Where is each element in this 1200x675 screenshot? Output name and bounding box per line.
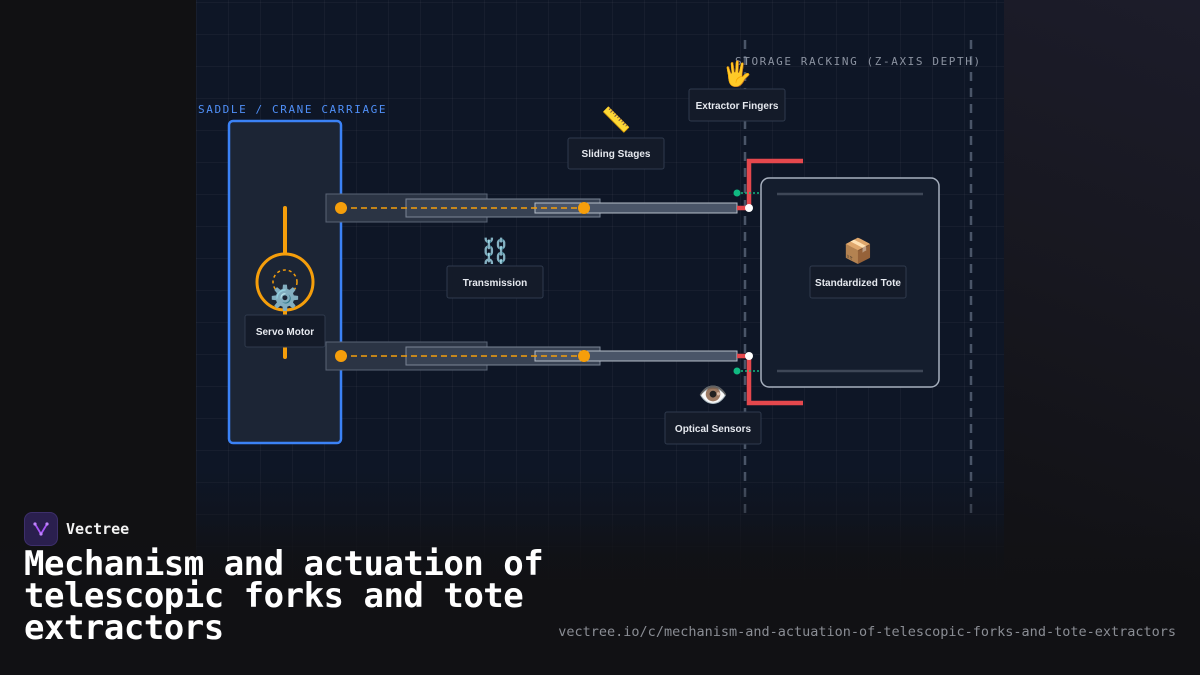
upper-extractor-finger [737,158,803,211]
standardized-tote-node[interactable] [809,265,907,299]
brand: Vectree [24,512,129,546]
box-icon: 📦 [843,237,873,265]
carriage-zone-label: SADDLE / CRANE CARRIAGE [198,103,387,116]
servo-motor-label: Servo Motor [256,327,314,338]
eye-icon: 👁️ [698,381,728,409]
lower-sensor-emitter [733,367,741,375]
transmission-node[interactable] [446,265,544,299]
servo-motor-node[interactable] [244,314,326,348]
upper-sensor-emitter [733,189,741,197]
sliding-stages-label: Sliding Stages [582,149,651,160]
lower-fork-drive-pulley [335,350,347,362]
upper-fork-drive-pulley [335,202,347,214]
racking-zone-label: STORAGE RACKING (Z-AXIS DEPTH) [735,55,982,68]
gear-icon: ⚙️ [270,284,300,312]
transmission-label: Transmission [463,278,527,289]
chain-icon: ⛓️ [480,237,510,265]
extractor-fingers-node[interactable] [688,88,786,122]
brand-name: Vectree [66,520,130,538]
servo-rotor [272,269,298,295]
lower-fork-idler-pulley [578,350,590,362]
bottom-fade [0,520,1200,675]
upper-fork [325,193,738,223]
standardized-tote-label: Standardized Tote [815,278,901,289]
hand-icon: 🖐 [722,59,752,89]
lower-fork [325,341,738,371]
upper-fork-idler-pulley [578,202,590,214]
lower-finger-pivot [745,352,753,360]
optical-sensors-node[interactable] [664,411,762,445]
ruler-icon: 📏 [601,106,631,134]
extractor-fingers-label: Extractor Fingers [696,101,779,112]
servo-housing [255,252,315,312]
vectree-logo-icon [24,512,58,546]
sliding-stages-node[interactable] [567,137,665,170]
upper-finger-pivot [745,204,753,212]
page-title: Mechanism and actuation of telescopic fo… [24,544,544,648]
optical-sensors-label: Optical Sensors [675,424,752,435]
lower-extractor-finger [737,353,803,406]
page-url[interactable]: vectree.io/c/mechanism-and-actuation-of-… [558,624,1176,640]
